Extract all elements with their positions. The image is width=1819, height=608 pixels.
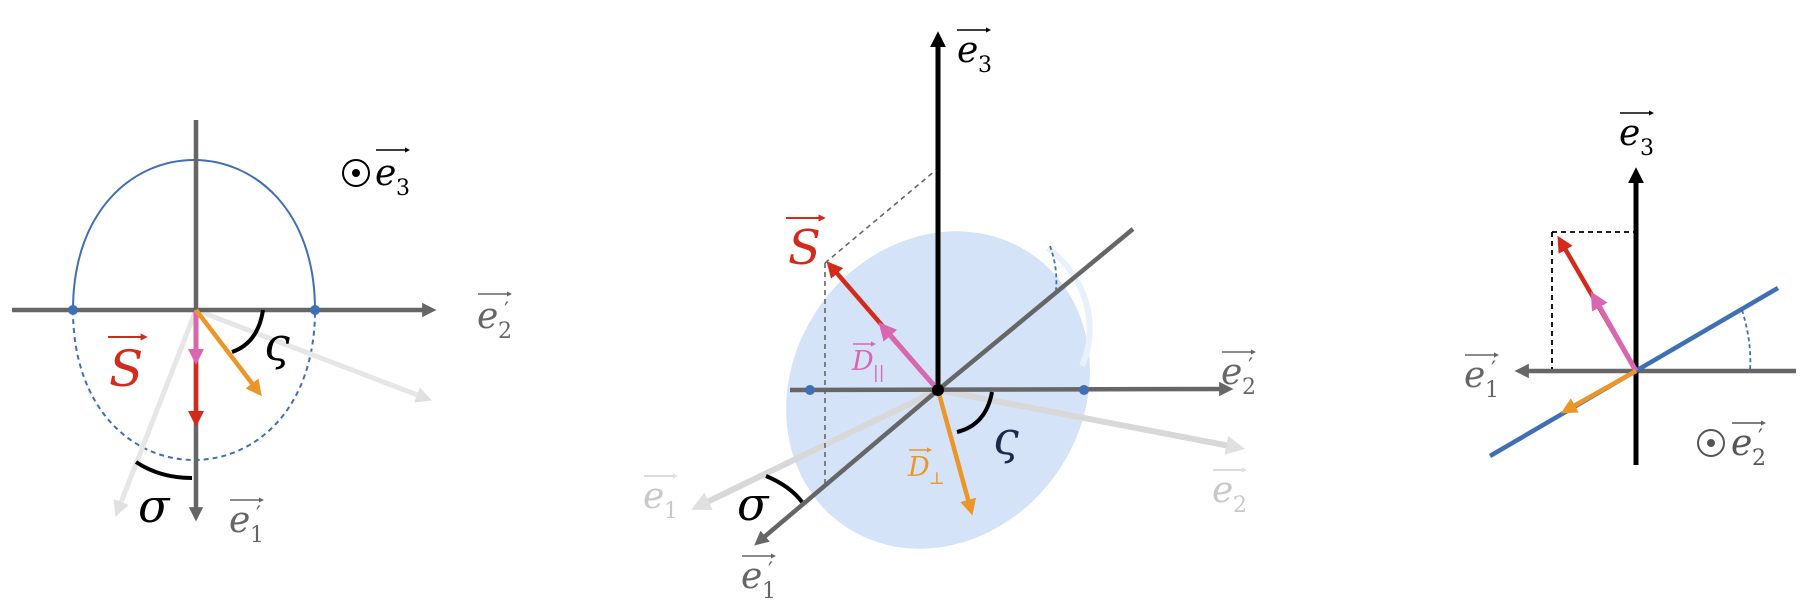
- e2-prime-mark: ′: [504, 299, 509, 324]
- e2-prime-sub: 2: [1752, 446, 1766, 471]
- e1-prime-label: e 1 ′: [741, 553, 777, 604]
- e3-label: e 3: [1619, 110, 1655, 161]
- varsigma-label: ς: [264, 317, 290, 371]
- origin-point: [932, 384, 944, 396]
- e1-lab-label: e 1: [643, 473, 679, 524]
- tilt-angle-arc: [1741, 309, 1752, 372]
- axis-point-left: [805, 385, 815, 395]
- e2-prime-axis: [789, 381, 1234, 397]
- e2-lab-label: e 2: [1212, 467, 1248, 518]
- axis-point-right: [1079, 385, 1089, 395]
- e3-sub: 3: [1640, 136, 1654, 161]
- e1-prime-label: e 1 ′: [1464, 352, 1500, 403]
- e1-prime-sub: 1: [1485, 378, 1499, 403]
- ellipse-lower-half: [72, 309, 316, 461]
- projection-dash-top: [824, 169, 937, 264]
- varsigma-arc: [956, 391, 994, 434]
- panel-3d-view: e 3 e 2 ′ e 2 e 1 e 1 ′ S: [643, 27, 1257, 604]
- e2-prime-label: e 2 ′: [477, 291, 513, 344]
- e2-lab-axis: [195, 307, 432, 403]
- e3-letter: e: [1619, 113, 1640, 154]
- spin-label: S: [786, 214, 826, 276]
- e3-out-of-page-label: e 3: [342, 147, 411, 201]
- sigma-label: σ: [138, 479, 171, 533]
- e3-sub: 3: [978, 53, 992, 78]
- disk-rim-highlight: [1046, 245, 1093, 368]
- ellipse-point-right: [310, 305, 320, 315]
- e3-label: e: [375, 153, 396, 194]
- e1-lab-sub: 1: [664, 499, 678, 524]
- d-parallel-sub: ||: [873, 363, 884, 383]
- spin-letter: S: [788, 220, 821, 276]
- e1-prime-sub: 1: [250, 523, 264, 548]
- d-parallel-vector: [878, 322, 940, 392]
- d-perp-vector: [935, 389, 976, 516]
- circle-dot-icon: [342, 159, 370, 187]
- e2-prime-mark: ′: [1248, 355, 1253, 380]
- d-perp-label: D ⊥: [907, 447, 945, 489]
- circle-dot-icon-center: [352, 169, 360, 177]
- e1-prime-mark: ′: [768, 559, 773, 584]
- e3-label: e 3: [957, 27, 992, 78]
- e1-prime-sub: 1: [762, 579, 776, 604]
- panel-top-view: e 3 e 2 ′ e 1 ′ S ς σ: [12, 120, 513, 548]
- e2-prime-letter: e: [477, 296, 498, 337]
- varsigma-arc: [231, 309, 265, 354]
- e2-prime-label: e 2 ′: [1221, 349, 1257, 400]
- e1-lab-letter: e: [643, 476, 664, 517]
- e2-prime-letter: e: [1731, 423, 1752, 464]
- e1-prime-axis: [754, 388, 940, 546]
- e1-prime-label: e 1 ′: [229, 497, 265, 548]
- e2-prime-mark: ′: [1758, 426, 1763, 451]
- e1-lab-axis: [113, 309, 199, 517]
- e2-prime-letter: e: [1221, 352, 1242, 393]
- e2-prime-sub: 2: [498, 319, 512, 344]
- d-perp-letter: D: [907, 452, 930, 483]
- e3-subscript: 3: [396, 176, 410, 201]
- varsigma-label: ς: [993, 411, 1019, 465]
- e1-prime-mark: ′: [1491, 358, 1496, 383]
- e1-prime-letter: e: [1464, 355, 1485, 396]
- e1-lab-axis: [691, 387, 940, 510]
- disk-dashed-tick: [1049, 245, 1058, 291]
- spin-letter: S: [109, 340, 143, 398]
- e2-lab-letter: e: [1212, 470, 1233, 511]
- e2-lab-axis: [937, 387, 1246, 455]
- circle-dot-icon: [1697, 429, 1725, 457]
- spin-label: S: [108, 333, 148, 398]
- e2-lab-sub: 2: [1233, 493, 1247, 518]
- diagonal-axis: [936, 227, 1135, 392]
- sigma-arc: [134, 460, 193, 480]
- d-perp-vector: [1560, 369, 1638, 414]
- sigma-label: σ: [737, 477, 770, 531]
- e3-letter: e: [957, 30, 978, 71]
- d-perp-vector: [194, 308, 262, 397]
- sigma-arc: [765, 474, 804, 504]
- e1-prime-mark: ′: [256, 503, 261, 528]
- circle-dot-icon-center: [1707, 439, 1715, 447]
- e1-prime-letter: e: [229, 500, 250, 541]
- e2-prime-sub: 2: [1242, 375, 1256, 400]
- panel-side-view: e 3 e 1 ′ e 2 ′: [1464, 110, 1796, 471]
- e2-prime-out-of-page-label: e 2 ′: [1697, 420, 1767, 471]
- d-parallel-vector: [1590, 291, 1639, 373]
- d-perp-sub: ⊥: [929, 469, 945, 489]
- d-parallel-label: D ||: [851, 341, 884, 383]
- ellipse-point-left: [68, 305, 78, 315]
- e1-prime-letter: e: [741, 556, 762, 597]
- d-parallel-letter: D: [851, 346, 874, 377]
